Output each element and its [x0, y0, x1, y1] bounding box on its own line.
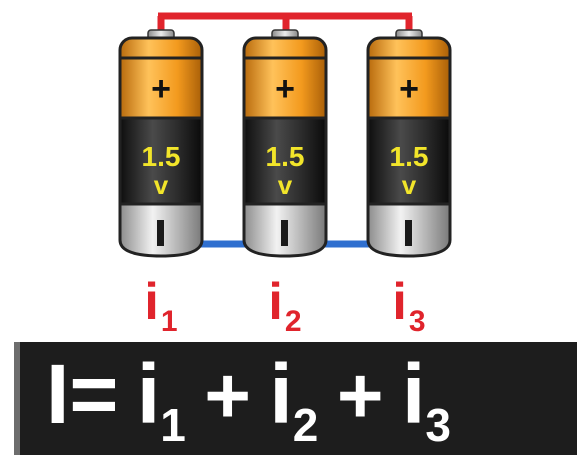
formula-term-symbol: i — [136, 347, 161, 441]
current-index: 2 — [284, 305, 302, 338]
formula-term-symbol: i — [269, 347, 293, 441]
current-symbol: i — [392, 273, 407, 331]
battery-polarity: + — [151, 70, 171, 108]
battery-polarity: + — [275, 70, 295, 108]
battery-polarity: + — [399, 70, 419, 108]
current-symbol: i — [144, 273, 159, 331]
current-symbol: i — [268, 273, 283, 331]
formula-plus: + — [336, 351, 384, 440]
battery-unit: v — [402, 170, 417, 200]
current-label-2: i2 — [255, 272, 315, 339]
battery-2: + 1.5 v — [242, 29, 328, 258]
formula-plus: + — [204, 351, 251, 440]
formula-term-index: 2 — [292, 399, 319, 451]
formula-total-symbol: I — [46, 347, 70, 441]
current-index: 1 — [160, 305, 178, 338]
formula-equals: = — [69, 347, 119, 441]
formula-term-index: 1 — [160, 399, 186, 451]
battery-voltage: 1.5 — [266, 141, 305, 172]
formula-bar: I= i1 + i2 + i3 — [14, 342, 577, 455]
formula-term-symbol: i — [401, 347, 426, 441]
battery-3: + 1.5 v — [366, 29, 452, 258]
battery-1: + 1.5 v — [118, 29, 204, 258]
formula-term-index: 3 — [425, 399, 451, 451]
battery-voltage: 1.5 — [390, 141, 429, 172]
battery-unit: v — [154, 170, 169, 200]
current-sum-formula: I= i1 + i2 + i3 — [46, 346, 451, 451]
current-label-3: i3 — [379, 272, 439, 339]
battery-unit: v — [278, 170, 293, 200]
battery-circuit: + 1.5 v + 1.5 v + 1.5 v — [118, 12, 452, 258]
battery-voltage: 1.5 — [142, 141, 181, 172]
current-index: 3 — [408, 305, 426, 338]
current-label-1: i1 — [131, 272, 191, 339]
